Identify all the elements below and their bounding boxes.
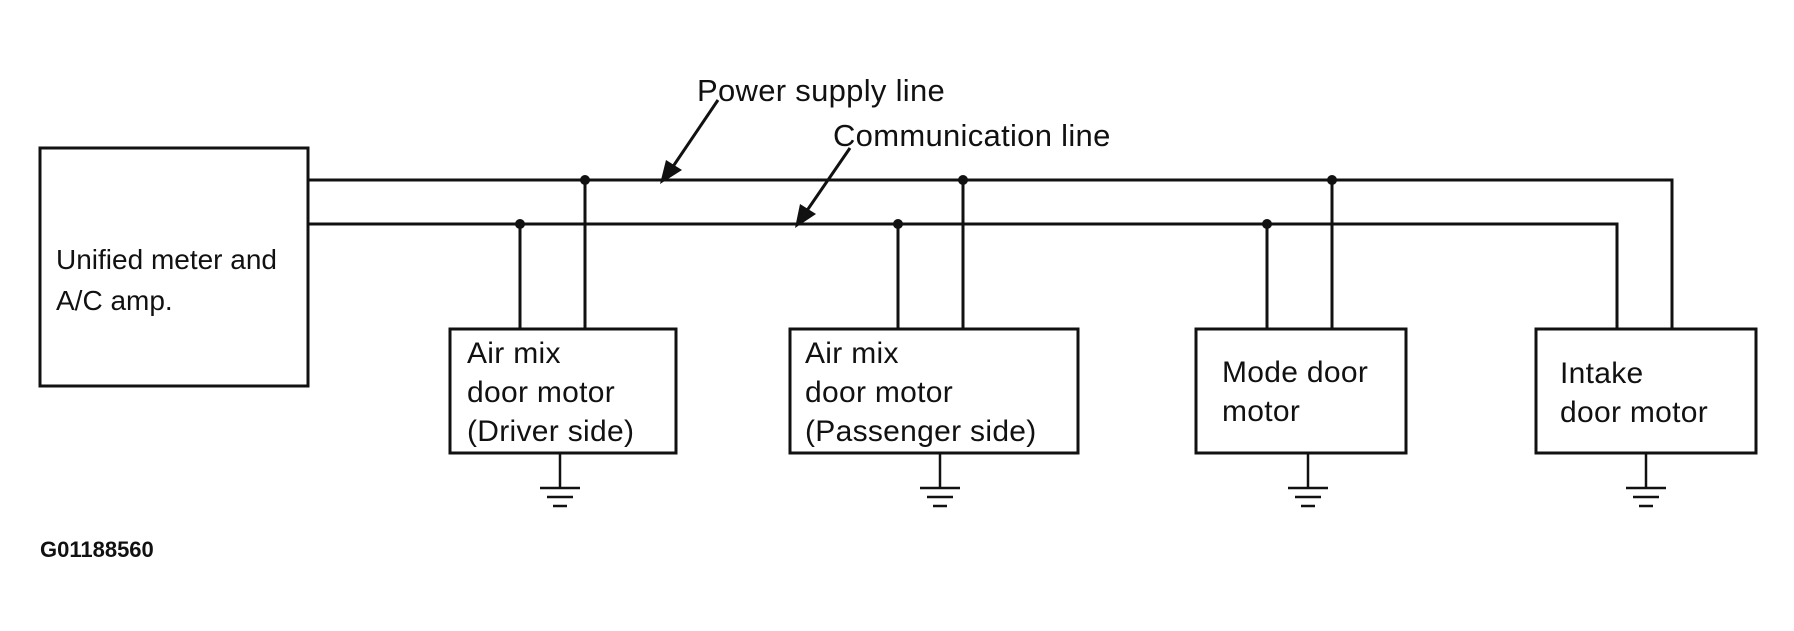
comm-line-arrow-icon [795,204,816,228]
ground-icon [540,453,580,508]
power-supply-line [308,178,1674,329]
power-line-leader [670,99,720,169]
junction-dot [515,219,525,229]
motor-box-mode [1194,327,1408,455]
motor-label-intake: Intake door motor [1560,357,1709,429]
communication-line [308,222,1619,329]
motor-box-passenger [788,327,1080,455]
comm-line-leader [804,147,852,213]
junction-dot [893,219,903,229]
junction-dot [1262,219,1272,229]
motor-label-passenger: Air mix door motor (Passenger side) [805,337,1037,448]
junction-dot [1327,175,1337,185]
motor-label-driver: Air mix door motor (Driver side) [467,337,635,448]
junction-dot [580,175,590,185]
power-supply-line-label: Power supply line [697,73,946,108]
motor-label-mode: Mode door motor [1222,356,1369,428]
controller-label: Unified meter and A/C amp. [56,244,278,316]
ground-icon [1288,453,1328,508]
controller-box [38,146,310,388]
ground-icon [1626,453,1666,508]
junction-dot [958,175,968,185]
ground-icon [920,453,960,508]
communication-line-label: Communication line [833,118,1111,153]
power-line-arrow-icon [660,160,682,184]
figure-id: G01188560 [40,537,154,562]
motor-box-driver [448,327,678,455]
